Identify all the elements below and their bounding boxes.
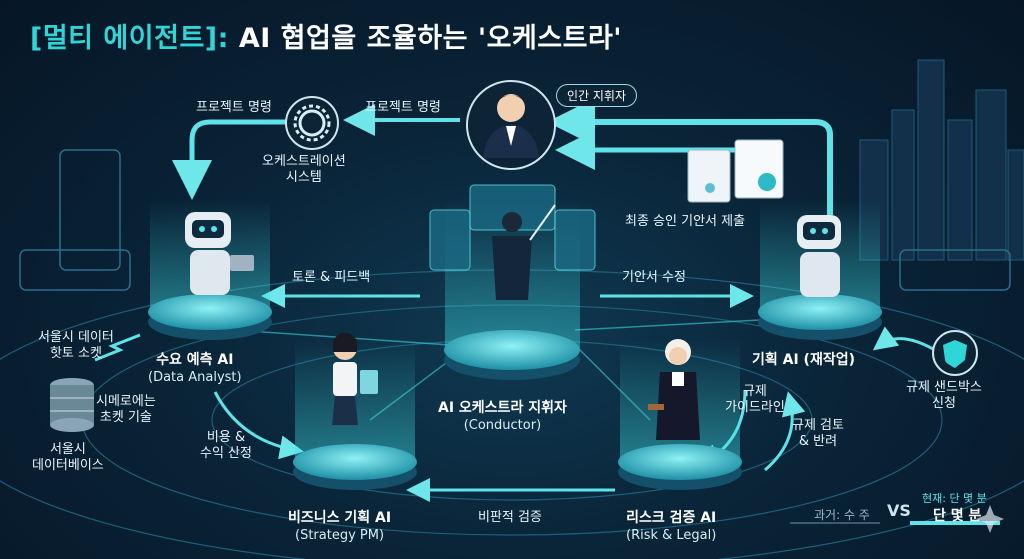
legend-now-top: 현재: 단 몇 분 <box>922 492 987 505</box>
label-reg-guideline: 규제 가이드라인 <box>725 384 785 416</box>
label-simeiro: 시메로에는 초켓 기술 <box>96 394 156 426</box>
conductor-label: AI 오케스트라 지휘자 (Conductor) <box>438 400 567 433</box>
businesswoman-figure <box>332 332 378 425</box>
legend-vs: VS <box>887 501 911 520</box>
sparkle-icon <box>976 505 1004 533</box>
label-final-approval: 최종 승인 기안서 제출 <box>625 214 746 229</box>
label-seoul-hotspot: 서울시 데이터 핫토 소켓 <box>38 330 114 362</box>
label-seoul-db: 서울시 데이터베이스 <box>32 442 104 474</box>
side-screens <box>19 149 1011 291</box>
orchestration-system-label: 오케스트레이션 시스템 <box>262 154 346 186</box>
agent-planning-label: 기획 AI (재작업) <box>752 352 855 368</box>
label-reg-review: 규제 검토 & 반려 <box>792 418 844 450</box>
agent-business-label: 비즈니스 기획 AI (Strategy PM) <box>288 510 392 543</box>
arrow-conductor-planning <box>574 319 761 331</box>
arrow-reg-guideline <box>764 391 806 472</box>
label-draft-revision: 기안서 수정 <box>622 270 686 285</box>
document-icon <box>687 139 784 203</box>
arrow-system-to-demand <box>172 119 290 200</box>
conductor-figure <box>429 184 596 300</box>
label-prompt-cmd-right: 프로젝트 명령 <box>365 100 441 115</box>
judge-figure <box>648 339 700 440</box>
legend-past: 과거: 수 주 <box>814 508 870 522</box>
robot-planning <box>797 215 841 297</box>
arrow-cost-revenue <box>213 391 304 460</box>
agent-demand-label: 수요 예측 AI (Data Analyst) <box>148 352 242 385</box>
label-critical-review: 비판적 검증 <box>478 510 542 525</box>
page-title: [멀티 에이전트]: AI 협업을 조율하는 '오케스트라' <box>30 23 623 54</box>
human-manager-avatar <box>466 80 556 170</box>
label-debate-feedback: 토론 & 피드백 <box>292 270 371 285</box>
arrow-hotspot <box>94 333 141 362</box>
agent-risk-label: 리스크 검증 AI (Risk & Legal) <box>626 510 717 543</box>
legend-now: 단 몇 분 <box>933 508 982 524</box>
database-icon <box>50 378 94 432</box>
arrow-sandbox <box>872 326 936 352</box>
label-cost-revenue: 비용 & 수익 산정 <box>200 430 252 462</box>
label-sandbox: 규제 샌드박스 신청 <box>906 380 982 412</box>
human-label: 인간 지휘자 <box>556 84 638 107</box>
skyline <box>859 59 1024 261</box>
arrow-planning-to-human <box>547 98 833 215</box>
shield-icon <box>932 330 978 376</box>
gear-icon <box>285 96 339 150</box>
label-prompt-cmd-left: 프로젝트 명령 <box>196 100 272 115</box>
robot-demand <box>185 212 254 295</box>
